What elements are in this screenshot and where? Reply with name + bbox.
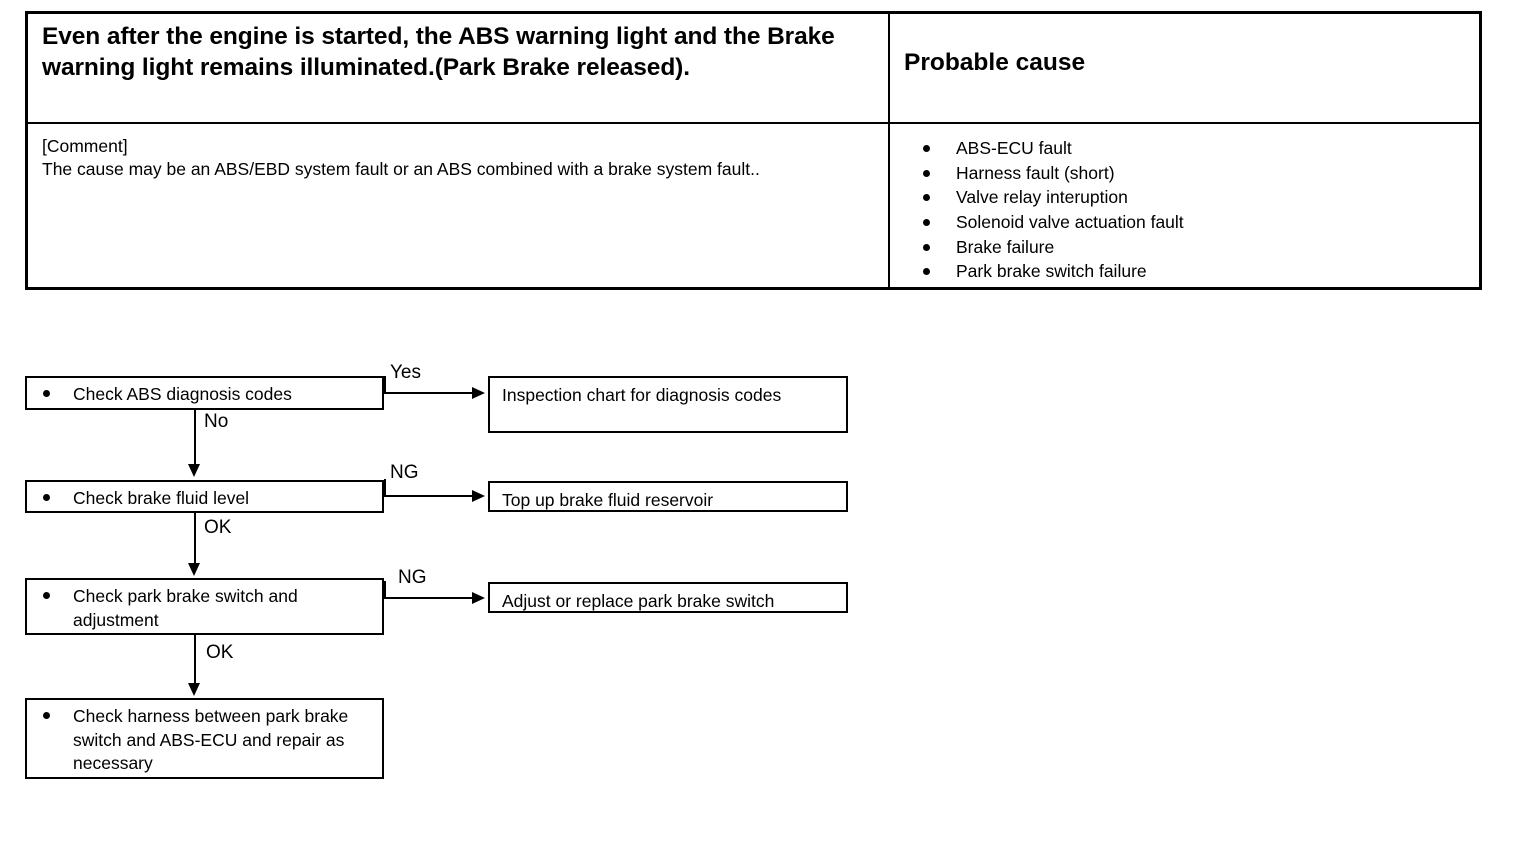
edge-label-yes: Yes bbox=[390, 362, 421, 383]
list-item: Brake failure bbox=[904, 235, 1465, 260]
table-header-row: Even after the engine is started, the AB… bbox=[28, 14, 1479, 124]
comment-cell: [Comment] The cause may be an ABS/EBD sy… bbox=[28, 124, 890, 287]
flow-result-inspection-chart: Inspection chart for diagnosis codes bbox=[488, 376, 848, 433]
flow-result-top-up-reservoir: Top up brake fluid reservoir bbox=[488, 481, 848, 512]
arrow-right-icon bbox=[472, 387, 485, 399]
list-item: Harness fault (short) bbox=[904, 161, 1465, 186]
probable-cause-header-cell: Probable cause bbox=[890, 14, 1479, 122]
flow-step-check-abs-diagnosis-codes: Check ABS diagnosis codes bbox=[25, 376, 384, 410]
arrow-down-icon bbox=[188, 563, 200, 576]
edge-label-ok-1: OK bbox=[204, 517, 232, 538]
comment-label: [Comment] bbox=[42, 136, 128, 156]
branch-riser-1 bbox=[384, 376, 386, 394]
probable-cause-list: ABS-ECU fault Harness fault (short) Valv… bbox=[904, 136, 1465, 284]
list-item: Solenoid valve actuation fault bbox=[904, 210, 1465, 235]
connector-step3-step4 bbox=[194, 635, 196, 685]
arrow-down-icon bbox=[188, 683, 200, 696]
edge-label-ok-2: OK bbox=[206, 642, 234, 663]
arrow-right-icon bbox=[472, 592, 485, 604]
connector-step1-result1 bbox=[384, 392, 474, 394]
edge-label-ng-2: NG bbox=[398, 567, 427, 588]
symptom-title: Even after the engine is started, the AB… bbox=[42, 23, 835, 81]
symptom-header-cell: Even after the engine is started, the AB… bbox=[28, 14, 890, 122]
connector-step2-step3 bbox=[194, 513, 196, 565]
edge-label-no: No bbox=[204, 411, 229, 432]
list-item: Valve relay interuption bbox=[904, 185, 1465, 210]
flow-step-check-park-brake-switch: Check park brake switch and adjustment bbox=[25, 578, 384, 635]
connector-step3-result3 bbox=[384, 597, 474, 599]
cause-cell: ABS-ECU fault Harness fault (short) Valv… bbox=[890, 124, 1479, 287]
branch-riser-2 bbox=[384, 479, 386, 497]
connector-step2-result2 bbox=[384, 495, 474, 497]
flow-step-check-brake-fluid-level: Check brake fluid level bbox=[25, 480, 384, 513]
flow-result-adjust-park-brake-switch: Adjust or replace park brake switch bbox=[488, 582, 848, 613]
probable-cause-title: Probable cause bbox=[904, 49, 1086, 76]
arrow-down-icon bbox=[188, 464, 200, 477]
arrow-right-icon bbox=[472, 490, 485, 502]
list-item: ABS-ECU fault bbox=[904, 136, 1465, 161]
table-body-row: [Comment] The cause may be an ABS/EBD sy… bbox=[28, 124, 1479, 287]
symptom-table: Even after the engine is started, the AB… bbox=[25, 11, 1482, 290]
comment-text: The cause may be an ABS/EBD system fault… bbox=[42, 159, 760, 180]
branch-riser-3 bbox=[384, 581, 386, 599]
edge-label-ng-1: NG bbox=[390, 462, 419, 483]
list-item: Park brake switch failure bbox=[904, 259, 1465, 284]
flow-step-check-harness: Check harness between park brake switch … bbox=[25, 698, 384, 779]
connector-step1-step2 bbox=[194, 410, 196, 467]
